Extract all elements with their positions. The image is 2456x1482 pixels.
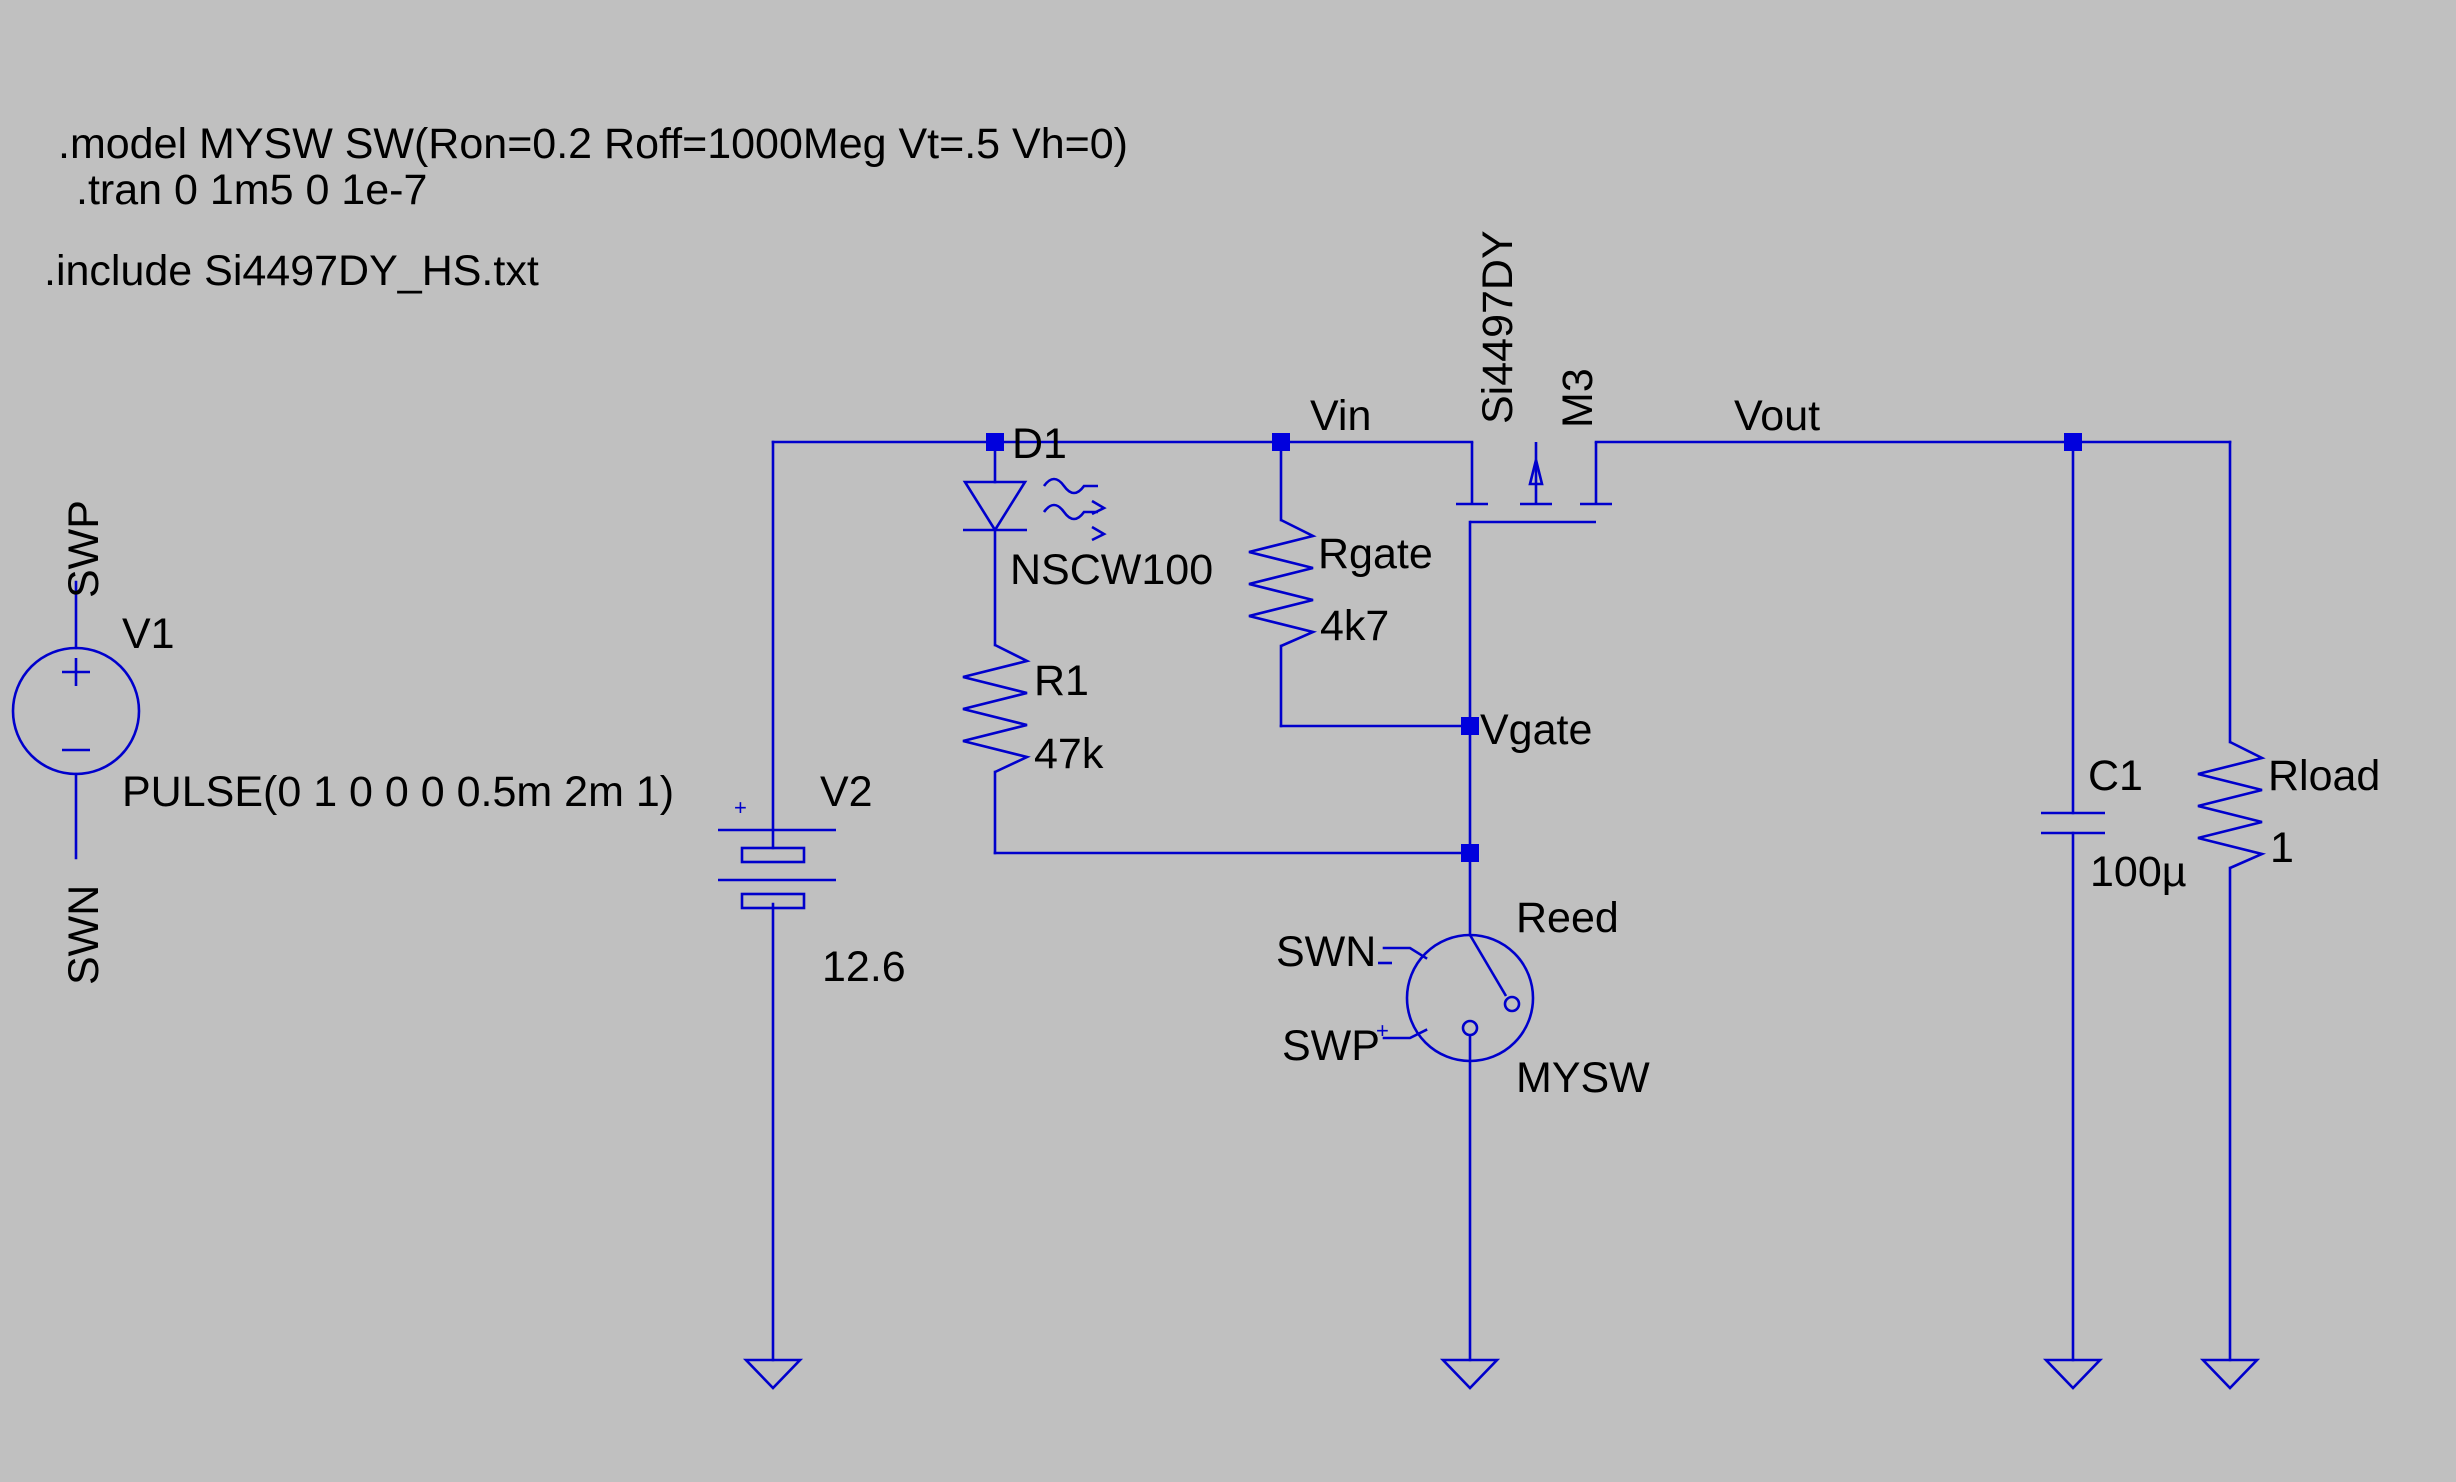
ground-icon[interactable] xyxy=(1439,1358,1501,1390)
net-label-vgate: Vgate xyxy=(1480,706,1592,754)
v1-name: V1 xyxy=(122,610,175,658)
net-label-swp-reed: SWP xyxy=(1282,1022,1380,1070)
rgate-name: Rgate xyxy=(1318,530,1433,578)
arrow-icon xyxy=(1091,525,1107,542)
net-label-swn-reed: SWN xyxy=(1276,928,1376,976)
plus-sign-icon: + xyxy=(734,795,747,820)
junction-vin[interactable] xyxy=(1272,433,1290,451)
net-label-vin: Vin xyxy=(1310,392,1371,440)
junction-vout[interactable] xyxy=(2064,433,2082,451)
net-label-vout: Vout xyxy=(1734,392,1820,440)
v2-name: V2 xyxy=(820,768,873,816)
switch-contact-icon xyxy=(1503,995,1521,1013)
r1-name: R1 xyxy=(1034,657,1089,705)
v1-source[interactable] xyxy=(11,646,141,776)
v1-value: PULSE(0 1 0 0 0 0.5m 2m 1) xyxy=(122,768,674,816)
battery-cell-icon xyxy=(740,846,806,864)
net-label-swn-v1: SWN xyxy=(60,885,108,985)
battery-cell-icon xyxy=(740,892,806,910)
reed-name: Reed xyxy=(1516,894,1619,942)
rload-value: 1 xyxy=(2270,824,2294,872)
m3-value: Si4497DY xyxy=(1474,230,1522,424)
switch-blade-icon xyxy=(1468,934,1508,997)
wire-reed-plus[interactable] xyxy=(1382,1028,1428,1040)
tran-directive[interactable]: .tran 0 1m5 0 1e-7 xyxy=(76,166,427,214)
rload-name: Rload xyxy=(2268,752,2380,800)
reed-value: MYSW xyxy=(1516,1054,1650,1102)
junction-switch-node[interactable] xyxy=(1461,844,1479,862)
c1-capacitor[interactable] xyxy=(2041,811,2105,835)
plus-sign-icon: + xyxy=(1376,1018,1389,1043)
r1-value: 47k xyxy=(1034,730,1104,778)
resistor-r1-icon[interactable] xyxy=(962,643,1031,774)
ground-icon[interactable] xyxy=(2042,1358,2104,1390)
v2-value: 12.6 xyxy=(822,943,906,991)
switch-contact-icon xyxy=(1461,1019,1479,1037)
junction-vgate[interactable] xyxy=(1461,717,1479,735)
m3-name: M3 xyxy=(1554,368,1602,428)
wire-reed-minus[interactable] xyxy=(1382,946,1428,960)
rgate-value: 4k7 xyxy=(1320,602,1389,650)
grounds xyxy=(742,1358,2261,1390)
c1-value: 100µ xyxy=(2090,848,2187,896)
ground-icon[interactable] xyxy=(2199,1358,2261,1390)
body-diode-arrow-icon xyxy=(1528,459,1544,486)
c1-name: C1 xyxy=(2088,752,2143,800)
reed-switch[interactable]: + xyxy=(1376,933,1535,1063)
d1-value: NSCW100 xyxy=(1010,546,1213,594)
light-emission-icon xyxy=(1042,477,1098,495)
m3-mosfet[interactable] xyxy=(1456,442,1612,524)
v2-battery[interactable]: + xyxy=(718,795,836,910)
diode-icon xyxy=(962,480,1028,533)
resistor-rload-icon[interactable] xyxy=(2197,740,2267,870)
resistor-rgate-icon[interactable] xyxy=(1248,518,1318,648)
voltage-source-icon xyxy=(11,646,141,776)
junctions xyxy=(986,433,2082,862)
wires xyxy=(74,440,2232,1362)
light-emission-icon xyxy=(1042,503,1098,521)
d1-led[interactable] xyxy=(962,477,1107,542)
model-directive[interactable]: .model MYSW SW(Ron=0.2 Roff=1000Meg Vt=.… xyxy=(58,120,1128,168)
d1-name: D1 xyxy=(1012,420,1067,468)
net-label-swp-v1: SWP xyxy=(60,500,108,598)
junction-d1[interactable] xyxy=(986,433,1004,451)
ground-icon[interactable] xyxy=(742,1358,804,1390)
include-directive[interactable]: .include Si4497DY_HS.txt xyxy=(44,247,539,295)
